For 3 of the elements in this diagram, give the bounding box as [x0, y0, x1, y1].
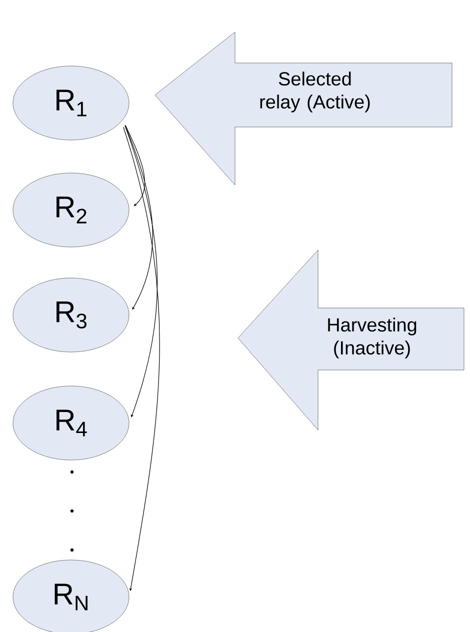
- curved-arrow: [125, 125, 146, 206]
- curved-arrow: [124, 125, 158, 418]
- curved-arrow: [124, 125, 153, 310]
